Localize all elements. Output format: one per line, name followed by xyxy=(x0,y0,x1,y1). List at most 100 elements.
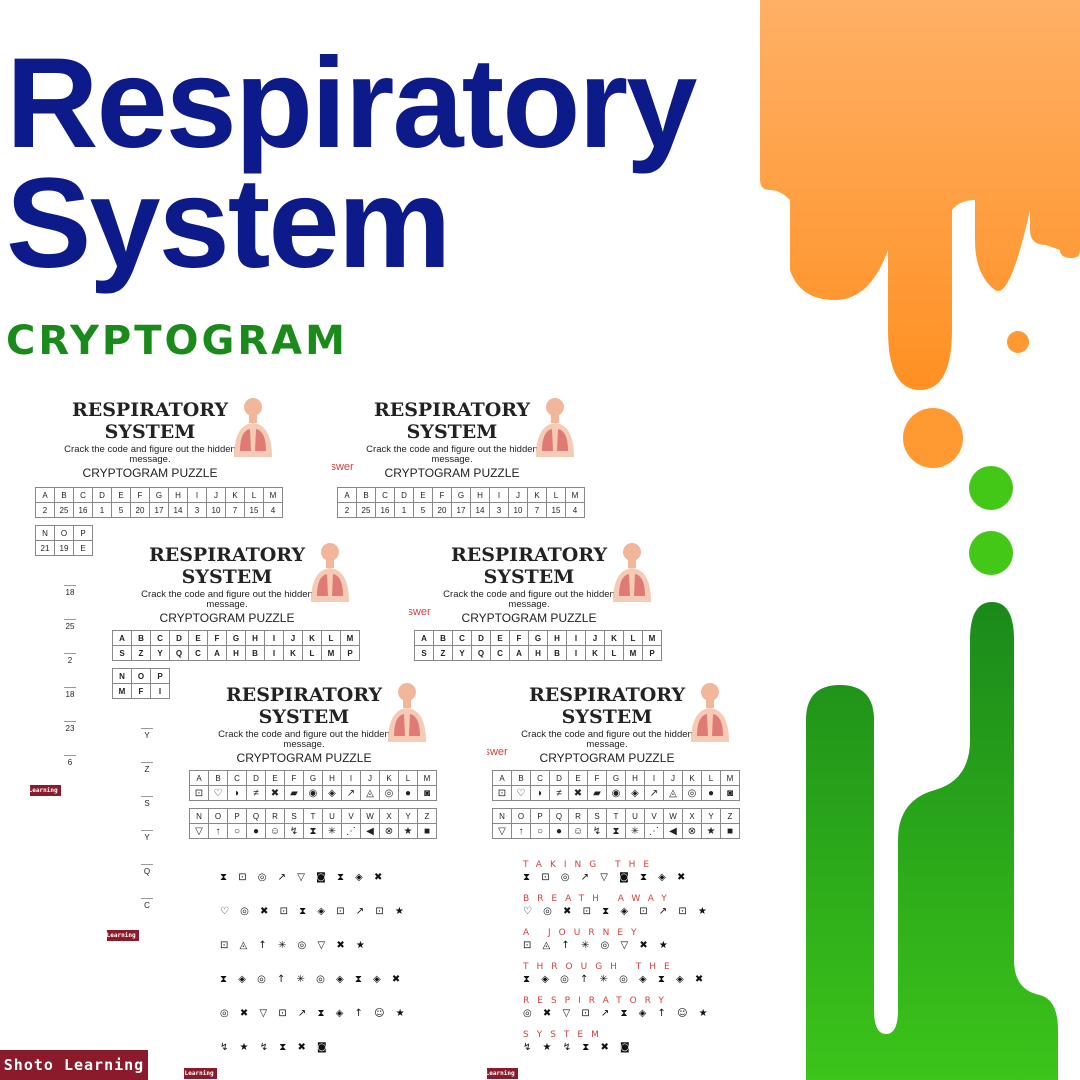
grid-cell: X xyxy=(682,808,702,824)
grid-cell: Y xyxy=(701,808,721,824)
grid-cell: K xyxy=(283,645,303,661)
grid-cell: ☺ xyxy=(265,823,285,839)
grid-cell: 10 xyxy=(206,502,226,518)
grid-cell: ↑ xyxy=(208,823,228,839)
grid-cell: G xyxy=(149,487,169,503)
grid-cell: 25 xyxy=(54,502,74,518)
worksheet-header: RESPIRATORY SYSTEM Crack the code and fi… xyxy=(30,395,270,480)
grid-cell: ◎ xyxy=(379,785,399,801)
grid-cell: 7 xyxy=(527,502,547,518)
grid-cell: D xyxy=(549,770,569,786)
grid-cell: J xyxy=(283,630,303,646)
grid-cell: B xyxy=(208,770,228,786)
grid-cell: 15 xyxy=(244,502,264,518)
grid-cell: ⋰ xyxy=(341,823,361,839)
grid-cell: F xyxy=(587,770,607,786)
grid-cell: I xyxy=(566,645,586,661)
grid-cell: N xyxy=(112,668,132,684)
grid-cell: Z xyxy=(433,645,453,661)
grid-cell: L xyxy=(604,645,624,661)
grid-cell: ● xyxy=(701,785,721,801)
grid-cell: L xyxy=(546,487,566,503)
grid-cell: Z xyxy=(720,808,740,824)
grid-cell: ↯ xyxy=(587,823,607,839)
grid-cell: ⧗ xyxy=(606,823,626,839)
code-row: THROUGH THE⧗ ◈ ◎ ↑ ✳ ◎ ◈ ⧗ ◈ ✖ xyxy=(523,962,708,985)
grid-cell: M xyxy=(642,630,662,646)
grid-cell: H xyxy=(245,630,265,646)
grid-cell: I xyxy=(566,630,586,646)
grid-cell: Y xyxy=(150,645,170,661)
green-drip-shape xyxy=(806,466,1058,1080)
worksheet-header: RESPIRATORY SYSTEM Crack the code and fi… xyxy=(184,680,424,765)
grid-cell: M xyxy=(340,630,360,646)
grid-cell: H xyxy=(322,770,342,786)
grid-cell: T xyxy=(606,808,626,824)
grid-cell: ↯ xyxy=(284,823,304,839)
grid-cell: Y xyxy=(398,808,418,824)
brand-badge: Shoto Learning xyxy=(184,1068,217,1079)
grid-cell: E xyxy=(188,630,208,646)
lungs-icon xyxy=(613,543,651,602)
grid-cell: A xyxy=(509,645,529,661)
letter-code-rows: Y Z S Y Q C xyxy=(133,728,353,932)
orange-drip-shape xyxy=(760,0,1080,468)
grid-cell: K xyxy=(379,770,399,786)
grid-cell: ✳ xyxy=(625,823,645,839)
grid-cell: K xyxy=(225,487,245,503)
grid-cell: ≠ xyxy=(246,785,266,801)
grid-cell: P xyxy=(642,645,662,661)
grid-cell: E xyxy=(111,487,131,503)
grid-cell: ☺ xyxy=(568,823,588,839)
grid-cell: N xyxy=(189,808,209,824)
grid-cell: N xyxy=(35,525,55,541)
worksheet-header: RESPIRATORY SYSTEM Crack the code and fi… xyxy=(409,540,649,625)
code-row: Y xyxy=(133,830,353,864)
grid-cell: U xyxy=(322,808,342,824)
grid-cell: S xyxy=(414,645,434,661)
grid-cell: D xyxy=(246,770,266,786)
lungs-icon xyxy=(536,398,574,457)
brand-badge: Shoto Learning xyxy=(30,785,61,796)
grid-cell: ♡ xyxy=(511,785,531,801)
grid-cell: I xyxy=(489,487,509,503)
grid-cell: E xyxy=(490,630,510,646)
grid-cell: 15 xyxy=(546,502,566,518)
grid-cell: C xyxy=(73,487,93,503)
grid-cell: M xyxy=(565,487,585,503)
code-row: 25 xyxy=(56,619,276,653)
grid-cell: 25 xyxy=(356,502,376,518)
grid-cell: A xyxy=(112,630,132,646)
grid-cell: ◙ xyxy=(417,785,437,801)
grid-cell: I xyxy=(264,645,284,661)
grid-cell: ★ xyxy=(398,823,418,839)
worksheet-instruction: Crack the code and figure out the hidden… xyxy=(64,444,236,465)
answer-label: Answer xyxy=(409,606,431,618)
main-title-line-2: System xyxy=(6,152,451,295)
grid-cell: 5 xyxy=(413,502,433,518)
grid-cell: ■ xyxy=(417,823,437,839)
code-row: ◎ ✖ ▽ ⊡ ↗ ⧗ ◈ ↑ ☺ ★ xyxy=(220,1008,409,1019)
subtitle-cryptogram: CRYPTOGRAM xyxy=(6,318,348,364)
grid-cell: S xyxy=(112,645,132,661)
code-row: ♡ ◎ ✖ ⊡ ⧗ ◈ ⊡ ↗ ⊡ ★ xyxy=(220,906,408,917)
grid-cell: D xyxy=(92,487,112,503)
grid-cell: ⊡ xyxy=(492,785,512,801)
grid-cell: I xyxy=(341,770,361,786)
code-row: 2 xyxy=(56,653,276,687)
code-row: A JOURNEY⊡ ◬ ↑ ✳ ◎ ▽ ✖ ★ xyxy=(523,928,672,951)
grid-cell: G xyxy=(451,487,471,503)
grid-cell: L xyxy=(701,770,721,786)
grid-cell: O xyxy=(54,525,74,541)
grid-cell: B xyxy=(131,630,151,646)
grid-cell: 7 xyxy=(225,502,245,518)
grid-cell: B xyxy=(54,487,74,503)
grid-cell: ↗ xyxy=(341,785,361,801)
number-code-rows: 18 25 2 18 23 6 xyxy=(56,585,276,789)
grid-cell: B xyxy=(547,645,567,661)
grid-cell: P xyxy=(227,808,247,824)
grid-cell: Y xyxy=(452,645,472,661)
grid-cell: F xyxy=(284,770,304,786)
